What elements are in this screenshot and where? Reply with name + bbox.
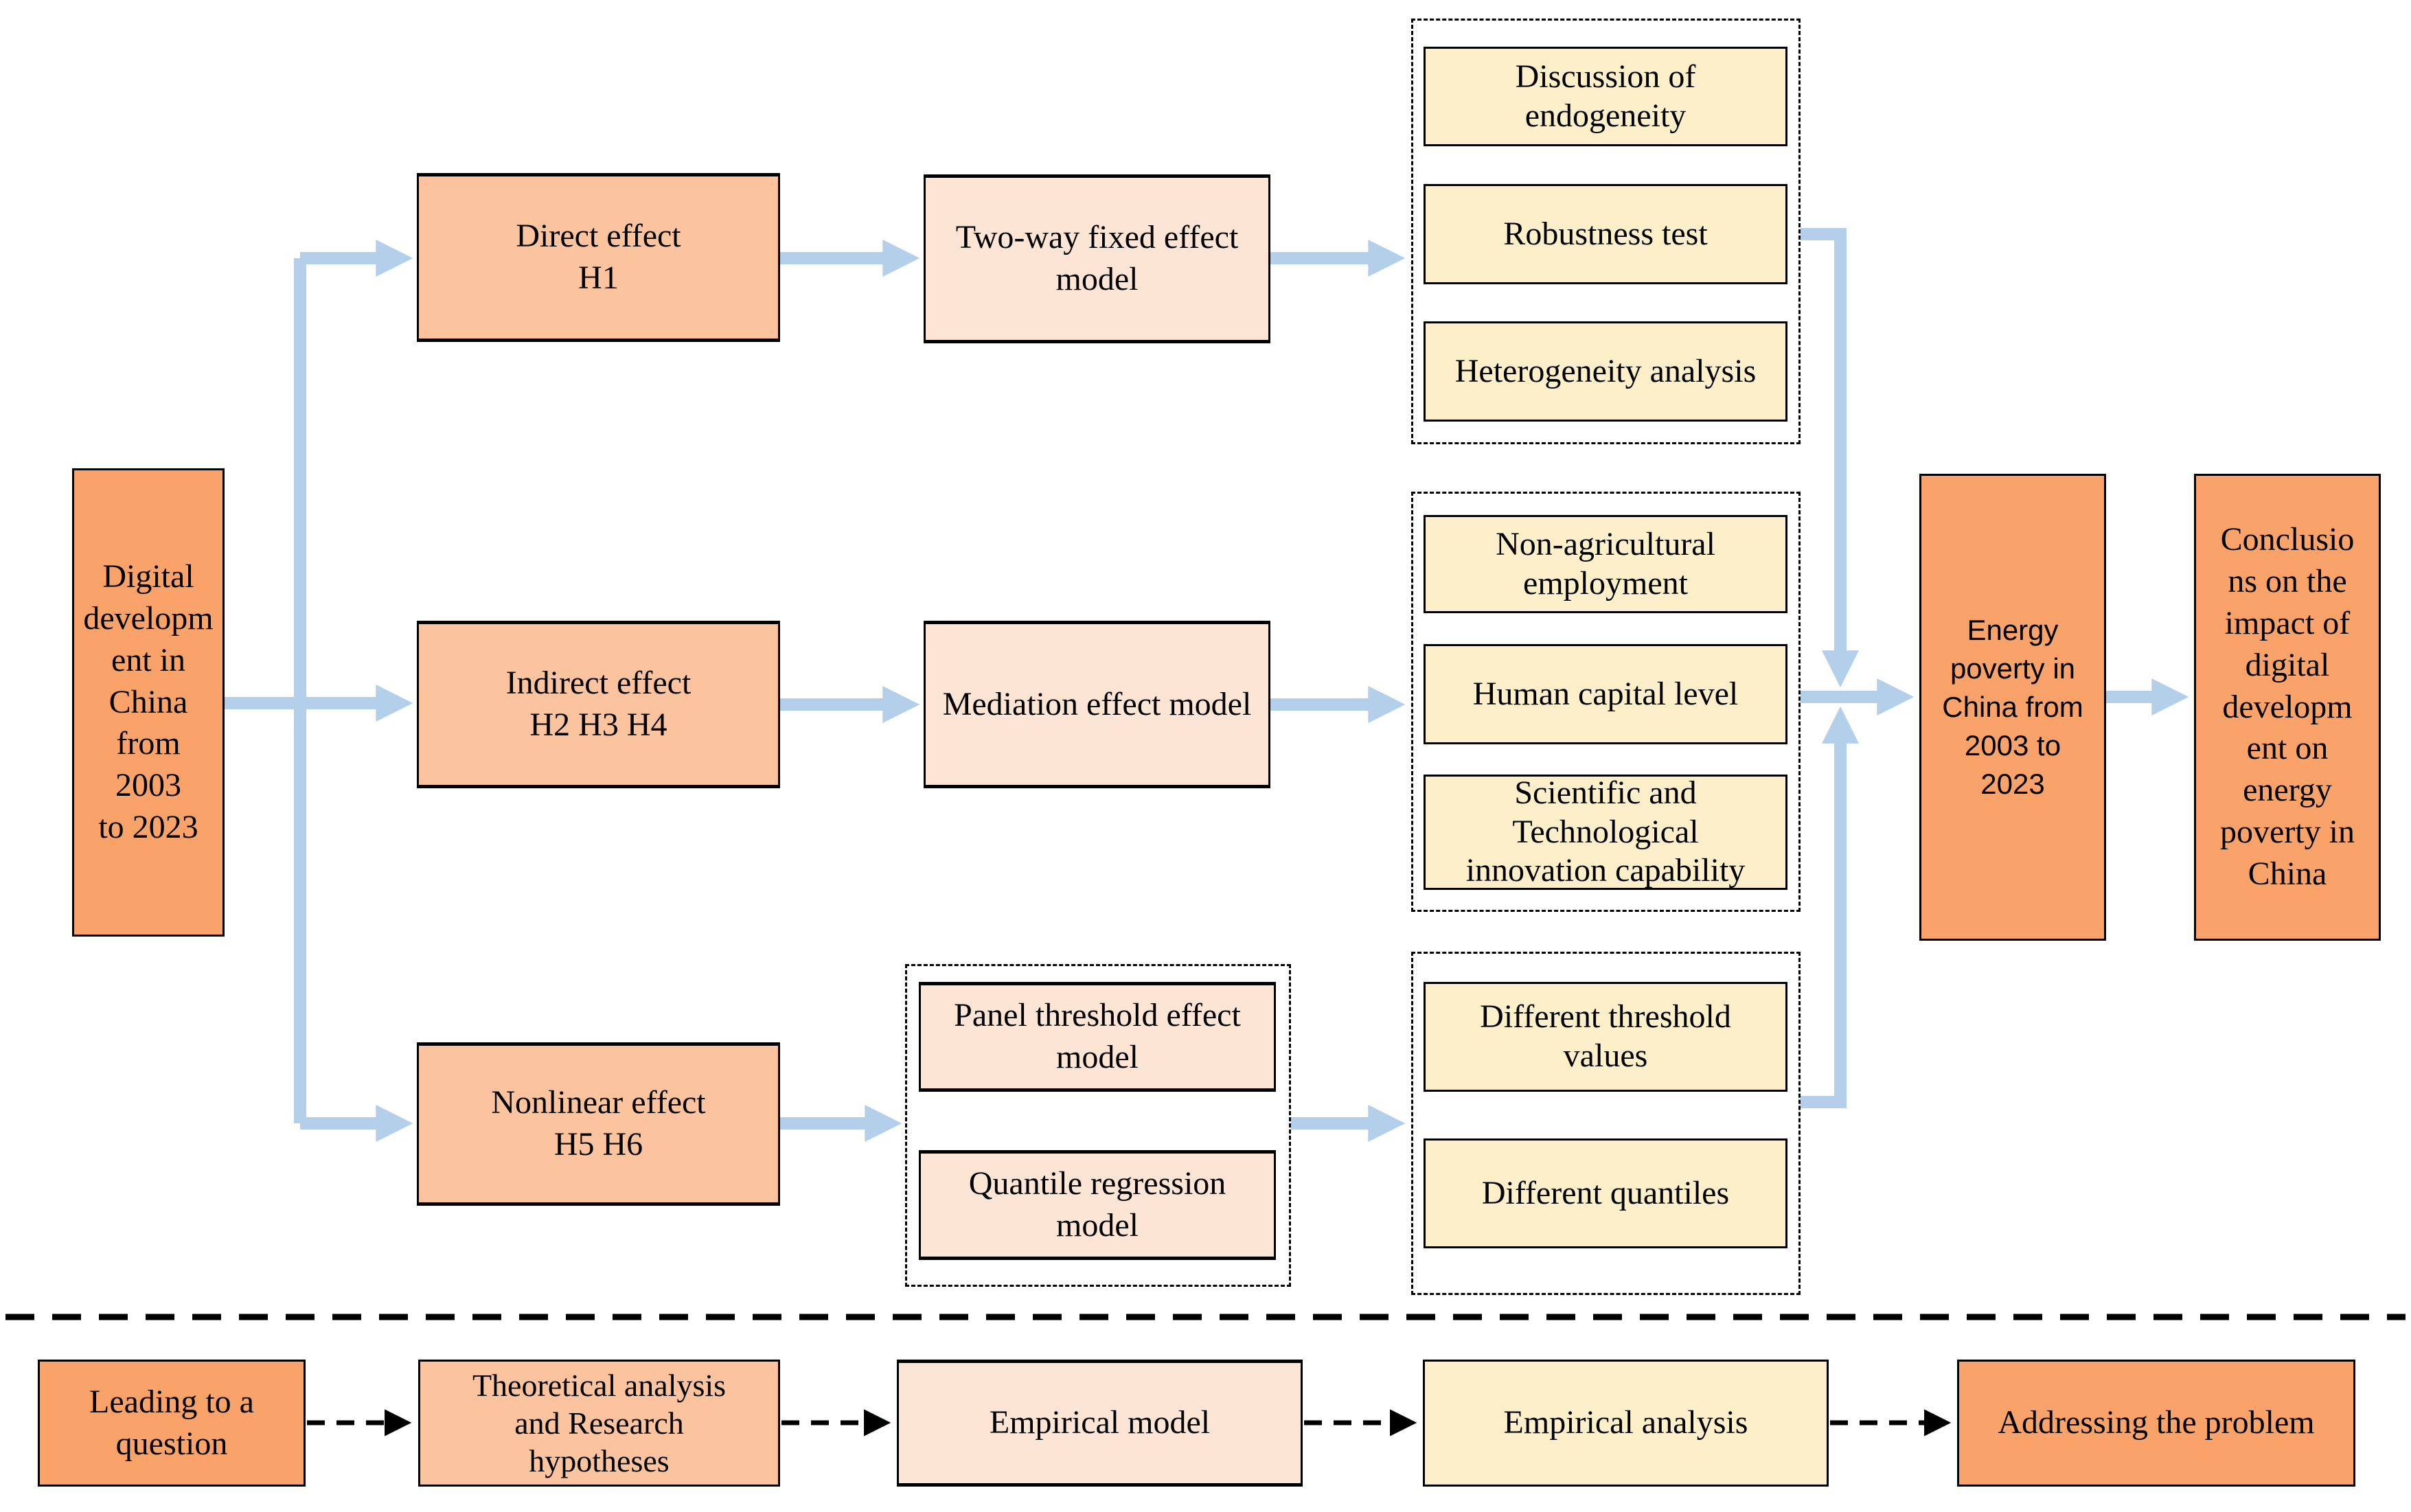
group-baseline-checks — [1411, 19, 1801, 444]
node-addressing-problem: Addressing the problem — [1957, 1360, 2355, 1487]
node-direct-effect: Direct effect H1 — [417, 173, 780, 342]
group-nonlinear-models — [905, 964, 1291, 1287]
group-mediators — [1411, 492, 1801, 912]
arrow-checks-down — [1801, 228, 1859, 688]
node-leading-question: Leading to a question — [38, 1360, 306, 1487]
node-energy-poverty: Energy poverty in China from 2003 to 202… — [1919, 474, 2106, 941]
node-theoretical-analysis: Theoretical analysis and Research hypoth… — [418, 1360, 780, 1487]
node-discussion-endogeneity: Discussion of endogeneity — [1424, 47, 1787, 146]
node-panel-threshold-model: Panel threshold effect model — [919, 982, 1276, 1092]
node-heterogeneity-analysis: Heterogeneity analysis — [1424, 321, 1787, 422]
node-robustness-test: Robustness test — [1424, 184, 1787, 284]
node-nonlinear-effect: Nonlinear effect H5 H6 — [417, 1042, 780, 1206]
node-conclusions: Conclusio ns on the impact of digital de… — [2194, 474, 2381, 941]
node-human-capital-level: Human capital level — [1424, 644, 1787, 744]
group-nonlinear-checks — [1411, 952, 1801, 1295]
node-indirect-effect: Indirect effect H2 H3 H4 — [417, 621, 780, 788]
node-different-threshold-values: Different threshold values — [1424, 982, 1787, 1092]
arrow-nonlinear-up — [1801, 706, 1859, 1108]
node-empirical-model: Empirical model — [897, 1360, 1303, 1487]
node-two-way-fixed-effect-model: Two-way fixed effect model — [924, 174, 1270, 343]
node-digital-development: Digital developm ent in China from 2003 … — [72, 468, 225, 937]
node-different-quantiles: Different quantiles — [1424, 1138, 1787, 1248]
node-sci-tech-innovation: Scientific and Technological innovation … — [1424, 775, 1787, 890]
node-empirical-analysis: Empirical analysis — [1423, 1360, 1829, 1487]
node-non-agricultural-employment: Non-agricultural employment — [1424, 515, 1787, 613]
node-mediation-effect-model: Mediation effect model — [924, 621, 1270, 788]
node-quantile-regression-model: Quantile regression model — [919, 1150, 1276, 1260]
